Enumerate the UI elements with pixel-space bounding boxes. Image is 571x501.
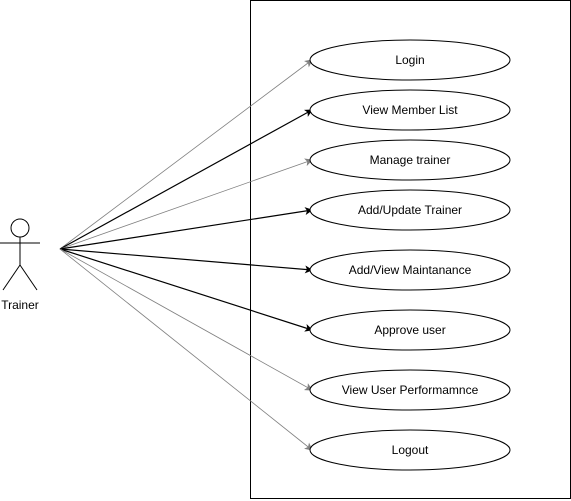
association-manage-trainer xyxy=(59,158,313,250)
use-case-ellipse xyxy=(309,39,511,81)
association-logout xyxy=(59,248,313,451)
association-lines xyxy=(59,59,313,451)
actor-right-leg xyxy=(19,264,38,291)
use-case-add-view-maintanance[interactable]: Add/View Maintanance xyxy=(309,249,511,291)
use-case-label: View User Performamnce xyxy=(342,383,479,397)
use-case-label: View Member List xyxy=(362,103,458,117)
use-case-ellipse xyxy=(309,309,511,351)
use-case-view-member-list[interactable]: View Member List xyxy=(309,89,511,131)
association-login xyxy=(59,59,313,250)
use-case-label: Logout xyxy=(392,443,429,457)
use-case-label: Approve user xyxy=(374,323,445,337)
use-case-label: Login xyxy=(395,53,424,67)
actor-left-leg xyxy=(2,264,21,291)
use-case-label: Add/View Maintanance xyxy=(349,263,472,277)
use-case-ellipse xyxy=(309,139,511,181)
use-case-ellipse xyxy=(309,189,511,231)
actor-trainer[interactable]: Trainer xyxy=(0,218,40,312)
system-boundary xyxy=(250,0,571,499)
use-case-ellipse xyxy=(309,89,511,131)
use-case-ellipse xyxy=(309,429,511,471)
use-case-logout[interactable]: Logout xyxy=(309,429,511,471)
association-view-user-performamnce xyxy=(59,248,313,391)
use-case-ellipse xyxy=(309,369,511,411)
use-case-manage-trainer[interactable]: Manage trainer xyxy=(309,139,511,181)
use-case-label: Manage trainer xyxy=(370,153,451,167)
association-add-update-trainer xyxy=(59,207,313,250)
use-case-add-update-trainer[interactable]: Add/Update Trainer xyxy=(309,189,511,231)
use-case-ellipse xyxy=(309,249,511,291)
use-case-approve-user[interactable]: Approve user xyxy=(309,309,511,351)
association-add-view-maintanance xyxy=(59,248,313,274)
use-case-label: Add/Update Trainer xyxy=(358,203,462,217)
use-case-login[interactable]: Login xyxy=(309,39,511,81)
use-case-view-user-performamnce[interactable]: View User Performamnce xyxy=(309,369,511,411)
actor-label: Trainer xyxy=(1,298,39,312)
association-approve-user xyxy=(59,248,313,332)
actor-head xyxy=(10,218,30,238)
association-view-member-list xyxy=(59,109,313,250)
